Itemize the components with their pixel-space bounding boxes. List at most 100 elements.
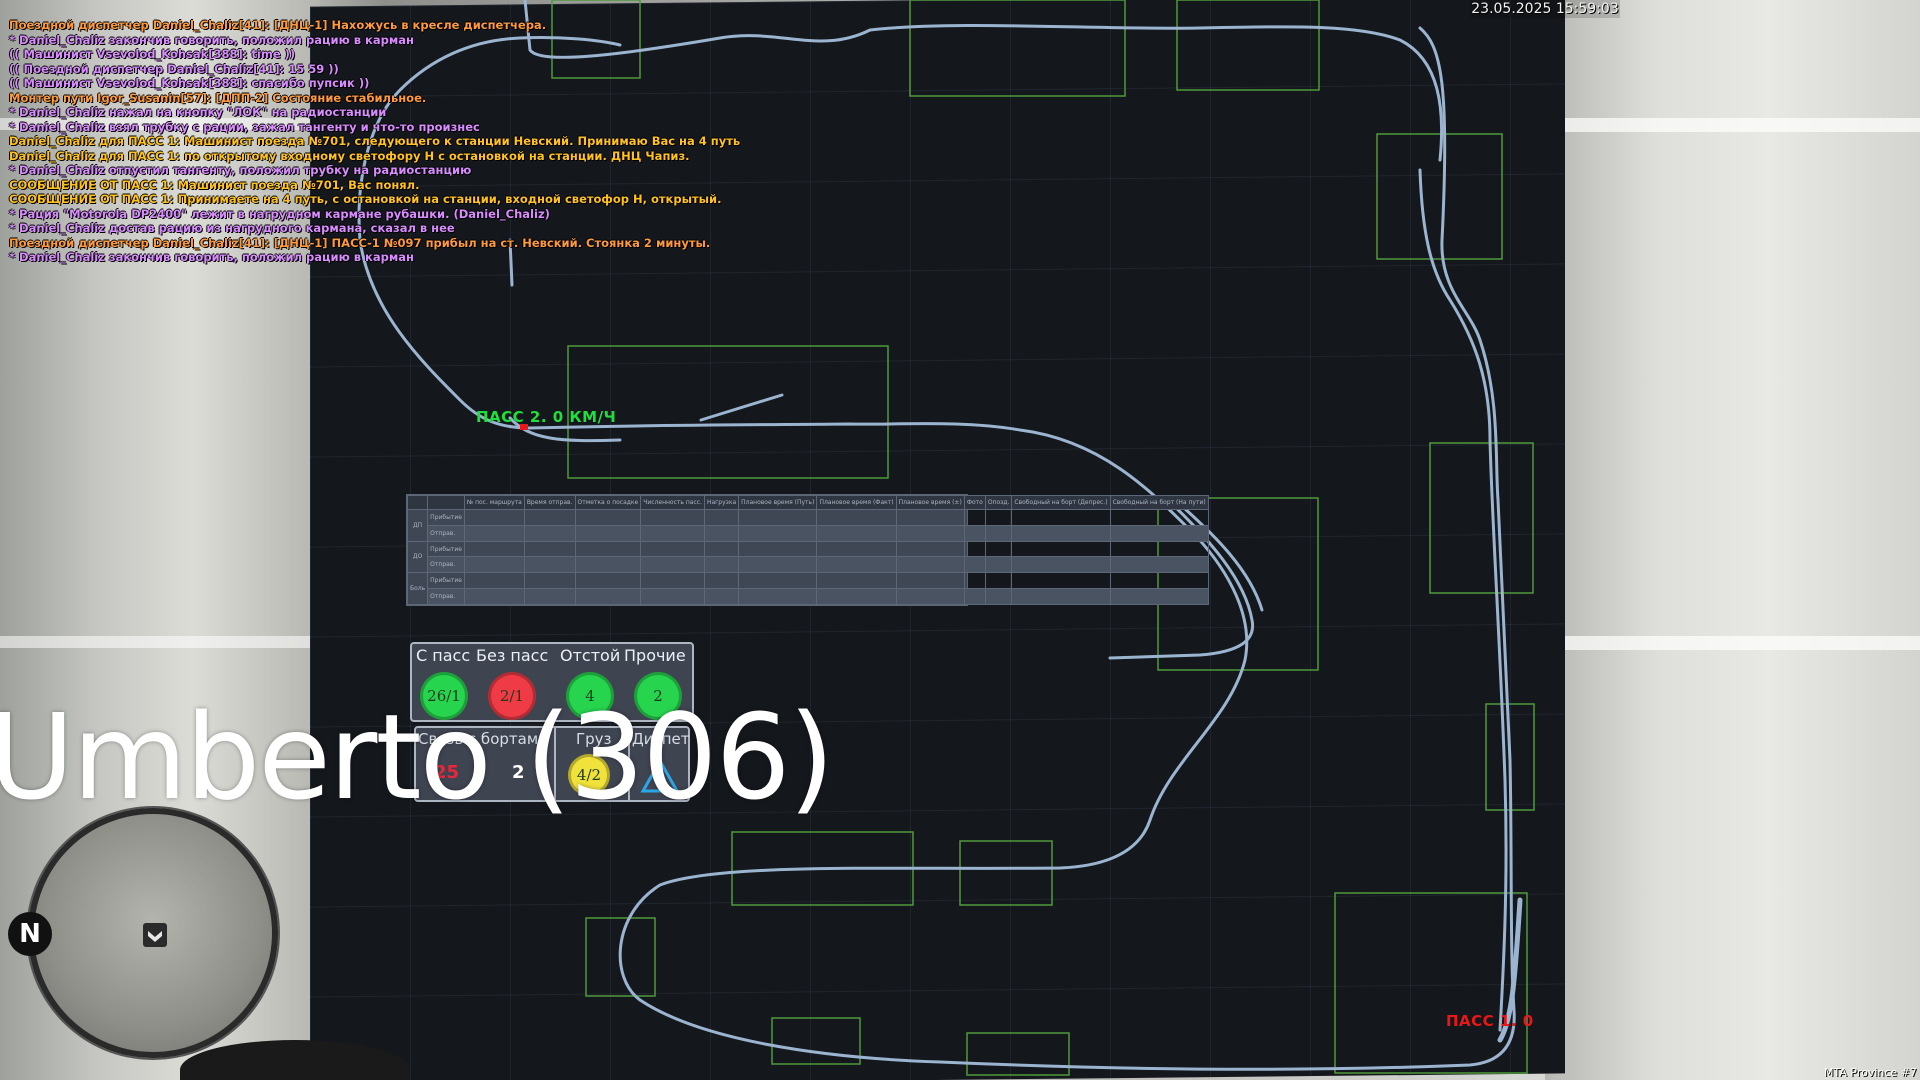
chat-line: Daniel_Chaliz для ПАСС 1: Машинист поезд… [9, 134, 741, 148]
status-circle-with-pass[interactable]: 26/1 [420, 672, 468, 720]
chat-line: * Daniel_Chaliz достав рацию из нагрудно… [9, 221, 455, 235]
status-header: Отстой [560, 646, 621, 665]
chat-line: * Daniel_Chaliz отпустил тангенту, полож… [9, 163, 472, 177]
station-zone [567, 345, 889, 479]
table-header: Плановое время (±) [895, 495, 965, 510]
background-wall-right [1545, 0, 1920, 1080]
comms-panel: Связь с бортами 25 2 Груз 4/2 Диспет [414, 726, 690, 802]
table-header: Численность пасс. [640, 495, 705, 510]
datetime-display: 23.05.2025 15:59:03 [1470, 0, 1620, 18]
compass-north-icon: N [8, 912, 52, 956]
dispatcher-cell[interactable]: Диспет [630, 728, 690, 800]
row-label: ДП [406, 509, 429, 542]
table-header [406, 495, 429, 510]
wall-stripe [1545, 118, 1920, 132]
chat-line: СООБЩЕНИЕ ОТ ПАСС 1: Принимаете на 4 пут… [9, 192, 722, 206]
cargo-circle[interactable]: 4/2 [568, 754, 610, 796]
status-header: Прочие [624, 646, 686, 665]
warning-triangle-icon [640, 758, 680, 793]
track-segment [523, 0, 1444, 162]
wall-stripe [1545, 636, 1920, 650]
train-status-panel: С пасс Без пасс Отстой Прочие 26/1 2/1 4… [410, 642, 694, 802]
chat-line: * Daniel_Chaliz нажал на кнопку "ЛОК" на… [9, 105, 387, 119]
track-platform [1497, 897, 1523, 1043]
signal-marker [520, 424, 528, 430]
table-row[interactable]: Боль Прибытие [406, 572, 1209, 605]
cargo-header: Груз [576, 730, 612, 748]
player-character [180, 1040, 410, 1080]
track-parallel [1418, 168, 1508, 1032]
row-label: ДО [406, 540, 429, 574]
server-watermark: MTA Province #7 [1824, 1066, 1917, 1079]
track-siding [699, 393, 784, 422]
track-siding [508, 416, 622, 443]
row-sub-label: Прибытие [427, 540, 465, 558]
table-header: № пос. маршрута [463, 495, 525, 510]
chat-line: Монтер пути Igor_Susanin[57]: [ДПП-2] Со… [9, 90, 427, 105]
wall-stripe [0, 636, 320, 648]
comms-header: Связь с бортами [418, 730, 548, 748]
chat-line: Daniel_Chaliz для ПАСС 1: по открытому в… [9, 148, 690, 163]
train-label-pass1[interactable]: ПАСС 1. 0 [1446, 1012, 1534, 1030]
station-zone [1429, 442, 1534, 594]
player-position-icon [143, 923, 167, 947]
status-circle-depot[interactable]: 4 [566, 672, 614, 720]
chat-line: Поездной диспетчер Daniel_Chaliz[41]: [Д… [9, 18, 547, 32]
chat-line: (( Машинист Vsevolod_Kohsak[388]: спасиб… [9, 76, 370, 90]
track-loop [357, 26, 1516, 1071]
table-row[interactable]: Отправ. [408, 524, 1209, 542]
track-siding [508, 238, 514, 287]
station-zone [1334, 892, 1528, 1074]
table-row[interactable]: ДП Прибытие [406, 509, 1209, 542]
chat-line: (( Машинист Vsevolod_Kohsak[388]: time )… [9, 47, 296, 61]
station-zone [966, 1032, 1070, 1076]
table-header: Опозд. [984, 495, 1013, 510]
table-row[interactable]: ДО Прибытие [406, 540, 1209, 574]
table-header-row: № пос. маршрута Время отправ. Отметка о … [406, 495, 1209, 510]
row-sub-label: Отправ. [427, 524, 465, 542]
chat-line: * Daniel_Chaliz взял трубку с рации, заж… [9, 119, 480, 134]
player-nametag: Umberto (306) [0, 688, 835, 826]
train-counts-panel: С пасс Без пасс Отстой Прочие 26/1 2/1 4… [410, 642, 694, 722]
station-zone [1376, 133, 1503, 260]
station-zone [585, 917, 656, 997]
chat-line: Поездной диспетчер Daniel_Chaliz[41]: [Д… [9, 235, 711, 250]
chat-line: * Daniel_Chaliz закончив говорить, полож… [9, 32, 414, 47]
row-sub-label: Прибытие [427, 509, 465, 526]
table-header: Плановое время (Путь) [738, 495, 818, 510]
row-sub-label: Прибытие [427, 572, 465, 590]
table-header [427, 495, 465, 510]
chat-log: Поездной диспетчер Daniel_Chaliz[41]: [Д… [9, 18, 769, 265]
table-header: Нагрузка [703, 495, 740, 510]
table-header: Отметка о посадке [574, 495, 642, 510]
schedule-table: № пос. маршрута Время отправ. Отметка о … [406, 494, 1209, 606]
table-row[interactable]: Отправ. [408, 588, 1209, 605]
table-header: Фото [963, 495, 986, 510]
cargo-cell[interactable]: Груз 4/2 [556, 728, 630, 800]
row-sub-label: Отправ. [427, 556, 465, 574]
chat-line: СООБЩЕНИЕ ОТ ПАСС 1: Машинист поезда №70… [9, 177, 420, 192]
chat-line: * Рация "Motorola DP2400" лежит в нагруд… [9, 206, 550, 221]
status-circle-other[interactable]: 2 [634, 672, 682, 720]
chat-line: (( Поездной диспетчер Daniel_Chaliz[41]:… [9, 61, 339, 76]
station-zone [771, 1017, 861, 1065]
table-header: Плановое время (Факт) [816, 495, 897, 510]
status-circle-no-pass[interactable]: 2/1 [488, 672, 536, 720]
table-row[interactable]: Отправ. [408, 556, 1209, 574]
chat-line: * Daniel_Chaliz закончив говорить, полож… [9, 250, 414, 264]
wall-stripe [0, 118, 320, 130]
comms-value: 2 [512, 762, 525, 783]
row-sub-label: Отправ. [427, 588, 465, 605]
status-header: Без пасс [476, 646, 549, 665]
table-header: Свободный на борт (Депрес.) [1011, 495, 1111, 510]
table-header: Свободный на борт (На пути) [1109, 495, 1209, 510]
station-zone [1176, 0, 1320, 91]
row-label: Боль [406, 572, 429, 605]
station-zone [959, 840, 1053, 906]
table-header: Время отправ. [523, 495, 576, 510]
comms-cell[interactable]: Связь с бортами 25 2 [416, 728, 556, 800]
train-label-pass2[interactable]: ПАСС 2. 0 КМ/Ч [476, 408, 617, 426]
station-zone [909, 0, 1126, 97]
status-header: С пасс [416, 646, 471, 665]
